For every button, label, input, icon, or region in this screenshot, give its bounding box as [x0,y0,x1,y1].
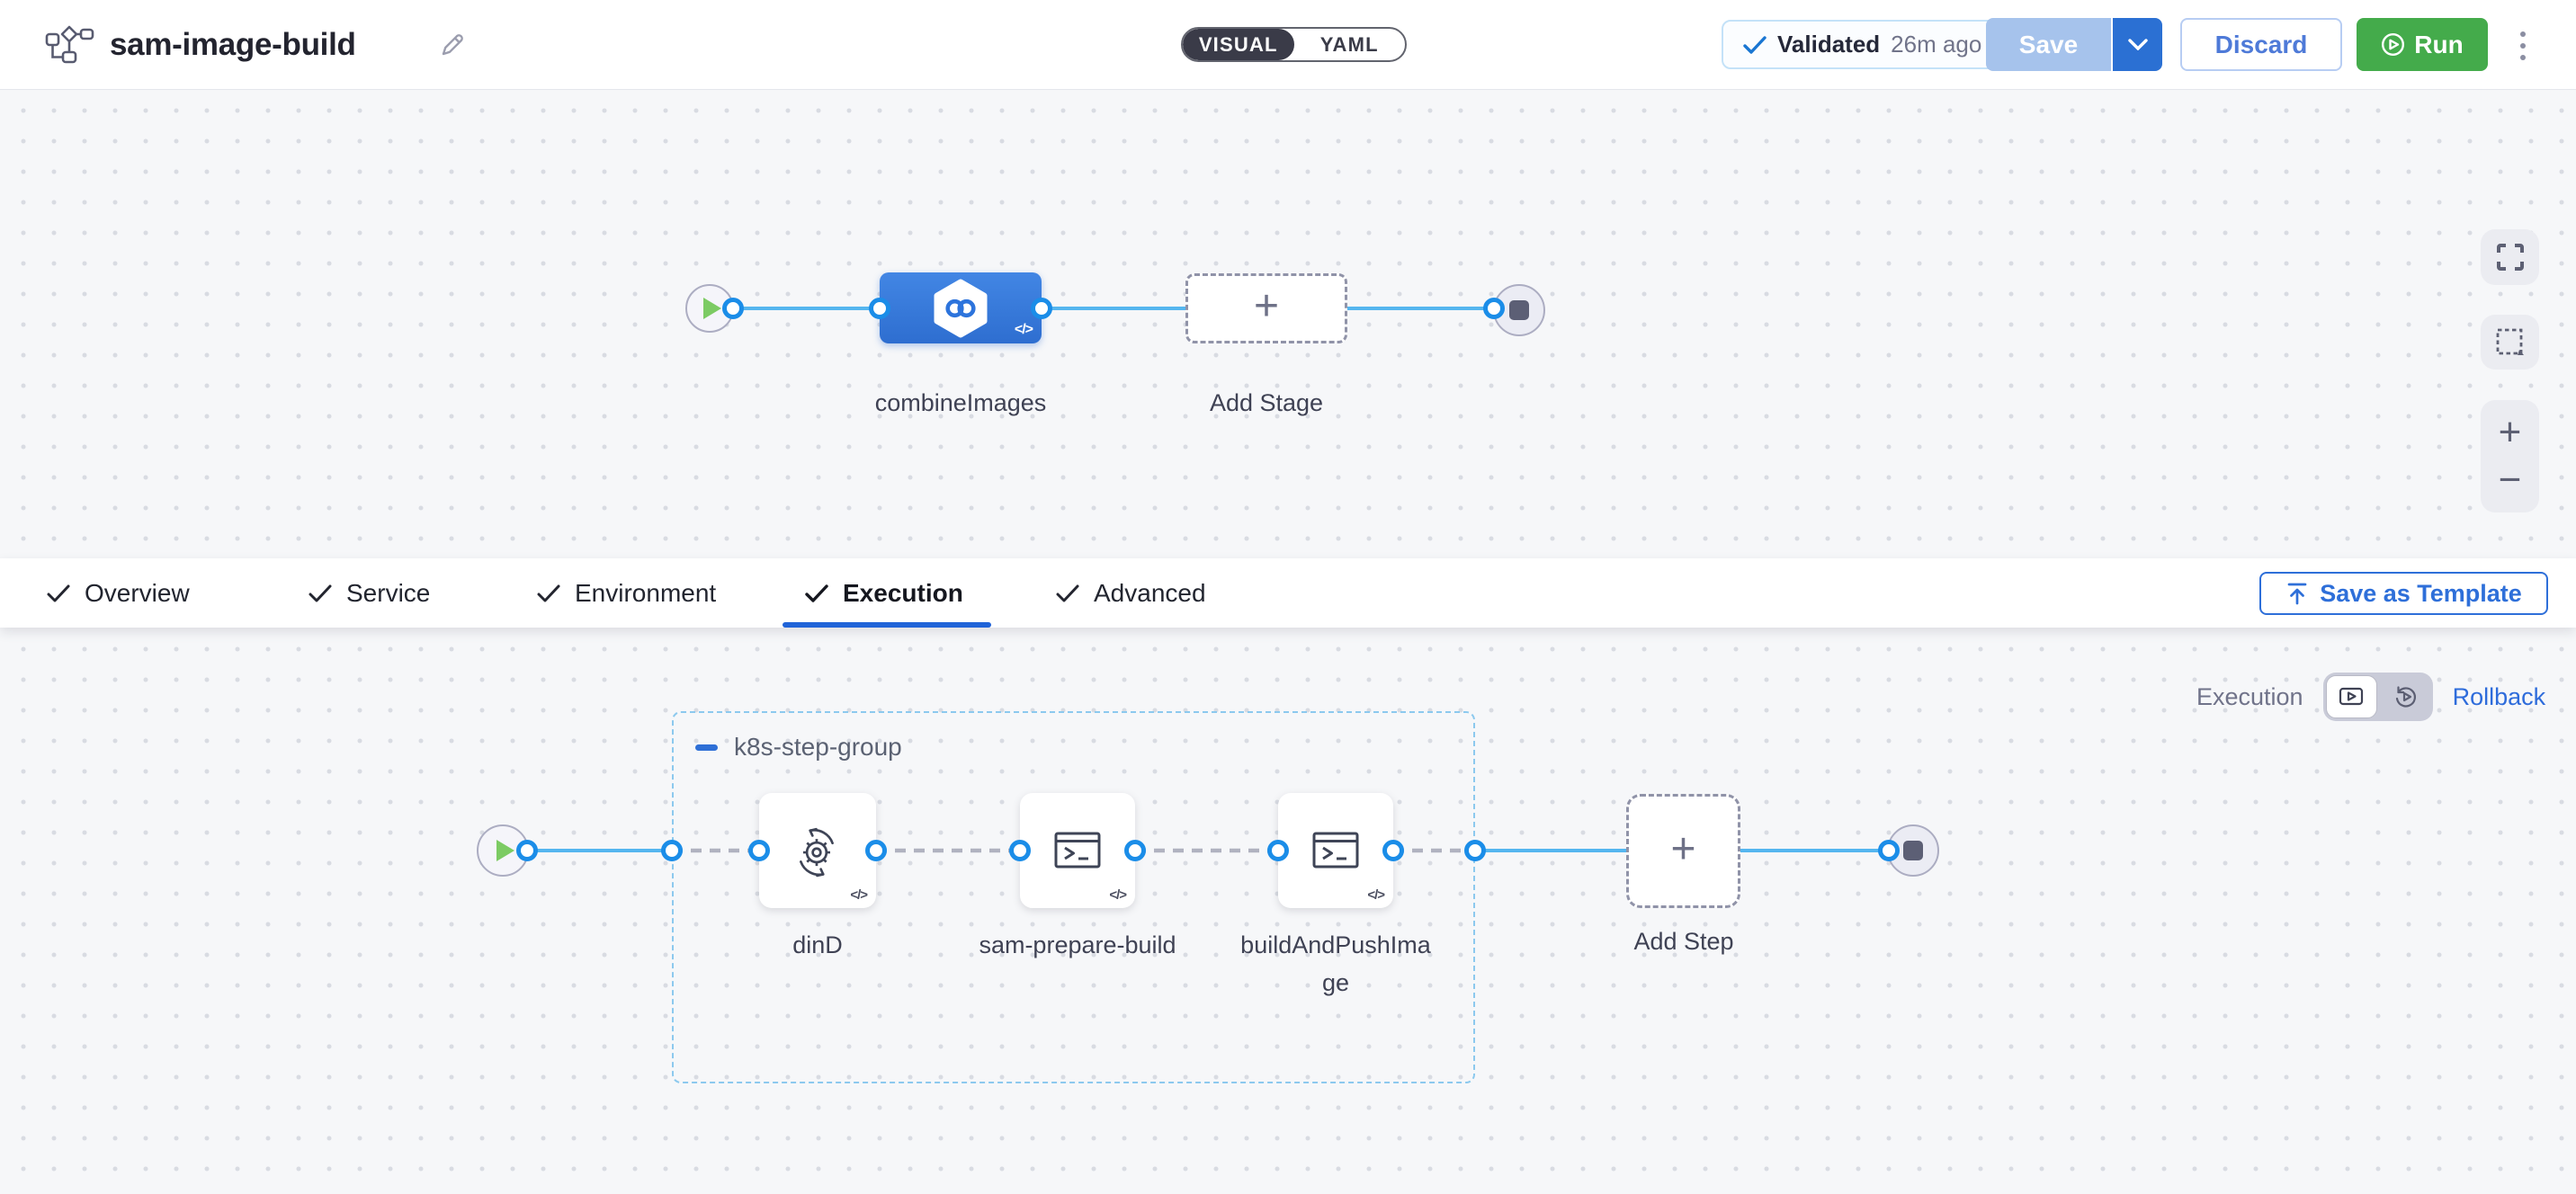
fullscreen-icon [2496,243,2525,272]
stage-label: combineImages [853,384,1069,422]
connector-dot [1878,840,1900,861]
plus-icon: + [1254,285,1279,328]
execution-rollback-toggle [2323,673,2433,721]
add-step-button[interactable]: + [1626,794,1740,908]
code-icon: </> [850,887,867,903]
step-group-name: k8s-step-group [734,733,902,762]
add-step-label: Add Step [1576,922,1792,960]
run-label: Run [2414,31,2463,59]
tab-visual[interactable]: VISUAL [1183,29,1294,60]
rollback-view-icon [2393,684,2419,709]
connector-dot [1464,840,1486,861]
connector-dot [865,840,887,861]
connector-dot [1031,298,1052,319]
stage-node-combineimages[interactable]: </> [880,272,1042,343]
zoom-out-button[interactable]: − [2499,460,2522,500]
save-button[interactable]: Save [1986,18,2111,71]
validation-time: 26m ago [1891,31,1981,58]
discard-button[interactable]: Discard [2180,18,2342,71]
background-step-icon [792,824,844,878]
check-icon [537,584,560,603]
tab-execution[interactable]: Execution [805,558,963,628]
header: sam-image-build VISUAL YAML Validated 26… [0,0,2576,90]
zoom-controls: + − [2481,400,2539,512]
connector-dot [748,840,770,861]
tab-overview[interactable]: Overview [47,558,190,628]
step-label: buildAndPushImage [1237,926,1435,1002]
plus-icon: + [1670,828,1695,871]
marquee-select-icon [2495,327,2526,358]
connector-dot [1382,840,1404,861]
run-step-icon [1053,829,1102,872]
code-icon: </> [1015,322,1033,338]
connector-dot [1124,840,1146,861]
execution-view-icon [2339,686,2364,708]
execution-mode-switch: Execution Rollback [2196,673,2545,721]
run-step-icon [1311,829,1360,872]
stage-config-tabbar: Overview Service Environment Execution A… [0,558,2576,628]
check-icon [1056,584,1079,603]
collapse-group-icon[interactable] [695,744,718,751]
tab-advanced[interactable]: Advanced [1056,558,1206,628]
save-options-button[interactable] [2111,18,2162,71]
step-label: dinD [719,926,917,964]
step-node-dind[interactable]: </> [759,793,876,908]
tab-environment[interactable]: Environment [537,558,716,628]
stage-canvas: </> + combineImages Add Stage + − [0,89,2576,558]
check-icon [309,584,332,603]
tab-yaml[interactable]: YAML [1294,29,1406,60]
stop-icon [1509,300,1529,320]
run-icon [2381,32,2405,57]
more-options-menu[interactable] [2511,24,2535,67]
check-icon [47,584,70,603]
zoom-in-button[interactable]: + [2499,413,2522,452]
add-stage-button[interactable]: + [1185,273,1347,343]
check-icon [805,584,828,603]
rollback-link[interactable]: Rollback [2453,683,2546,711]
validation-status: Validated [1777,31,1880,58]
execution-mode-label: Execution [2196,683,2303,711]
code-icon: </> [1109,887,1126,903]
page-title: sam-image-build [110,0,356,89]
code-icon: </> [1367,887,1384,903]
add-stage-label: Add Stage [1158,384,1374,422]
play-icon [703,298,721,319]
connector-dot [1267,840,1289,861]
pipeline-icon [45,25,95,65]
play-icon [496,840,514,861]
active-tab-underline [783,622,991,628]
save-as-template-button[interactable]: Save as Template [2259,572,2548,615]
connector-dot [516,840,538,861]
connector-dot [1009,840,1031,861]
visual-yaml-toggle: VISUAL YAML [1181,27,1407,62]
edit-title-icon[interactable] [438,31,467,59]
rollback-view-button[interactable] [2379,673,2433,721]
step-node-buildandpushimage[interactable]: </> [1278,793,1393,908]
step-group-header: k8s-step-group [695,733,902,762]
step-node-sam-prepare-build[interactable]: </> [1020,793,1135,908]
run-button[interactable]: Run [2357,18,2488,71]
fullscreen-button[interactable] [2481,229,2539,285]
validation-badge[interactable]: Validated 26m ago [1722,20,2003,69]
connector-dot [869,298,890,319]
multi-select-button[interactable] [2481,315,2539,370]
tab-service[interactable]: Service [309,558,430,628]
upload-icon [2285,582,2309,606]
connector-dot [722,298,744,319]
chevron-down-icon [2128,39,2148,50]
stop-icon [1903,841,1923,860]
connector-dot [1483,298,1505,319]
step-label: sam-prepare-build [979,926,1176,964]
check-icon [1743,35,1767,55]
execution-canvas: Execution Rollback [0,628,2576,1194]
chained-pipeline-icon [932,279,989,338]
connector-dot [661,840,683,861]
execution-view-button[interactable] [2326,675,2377,718]
